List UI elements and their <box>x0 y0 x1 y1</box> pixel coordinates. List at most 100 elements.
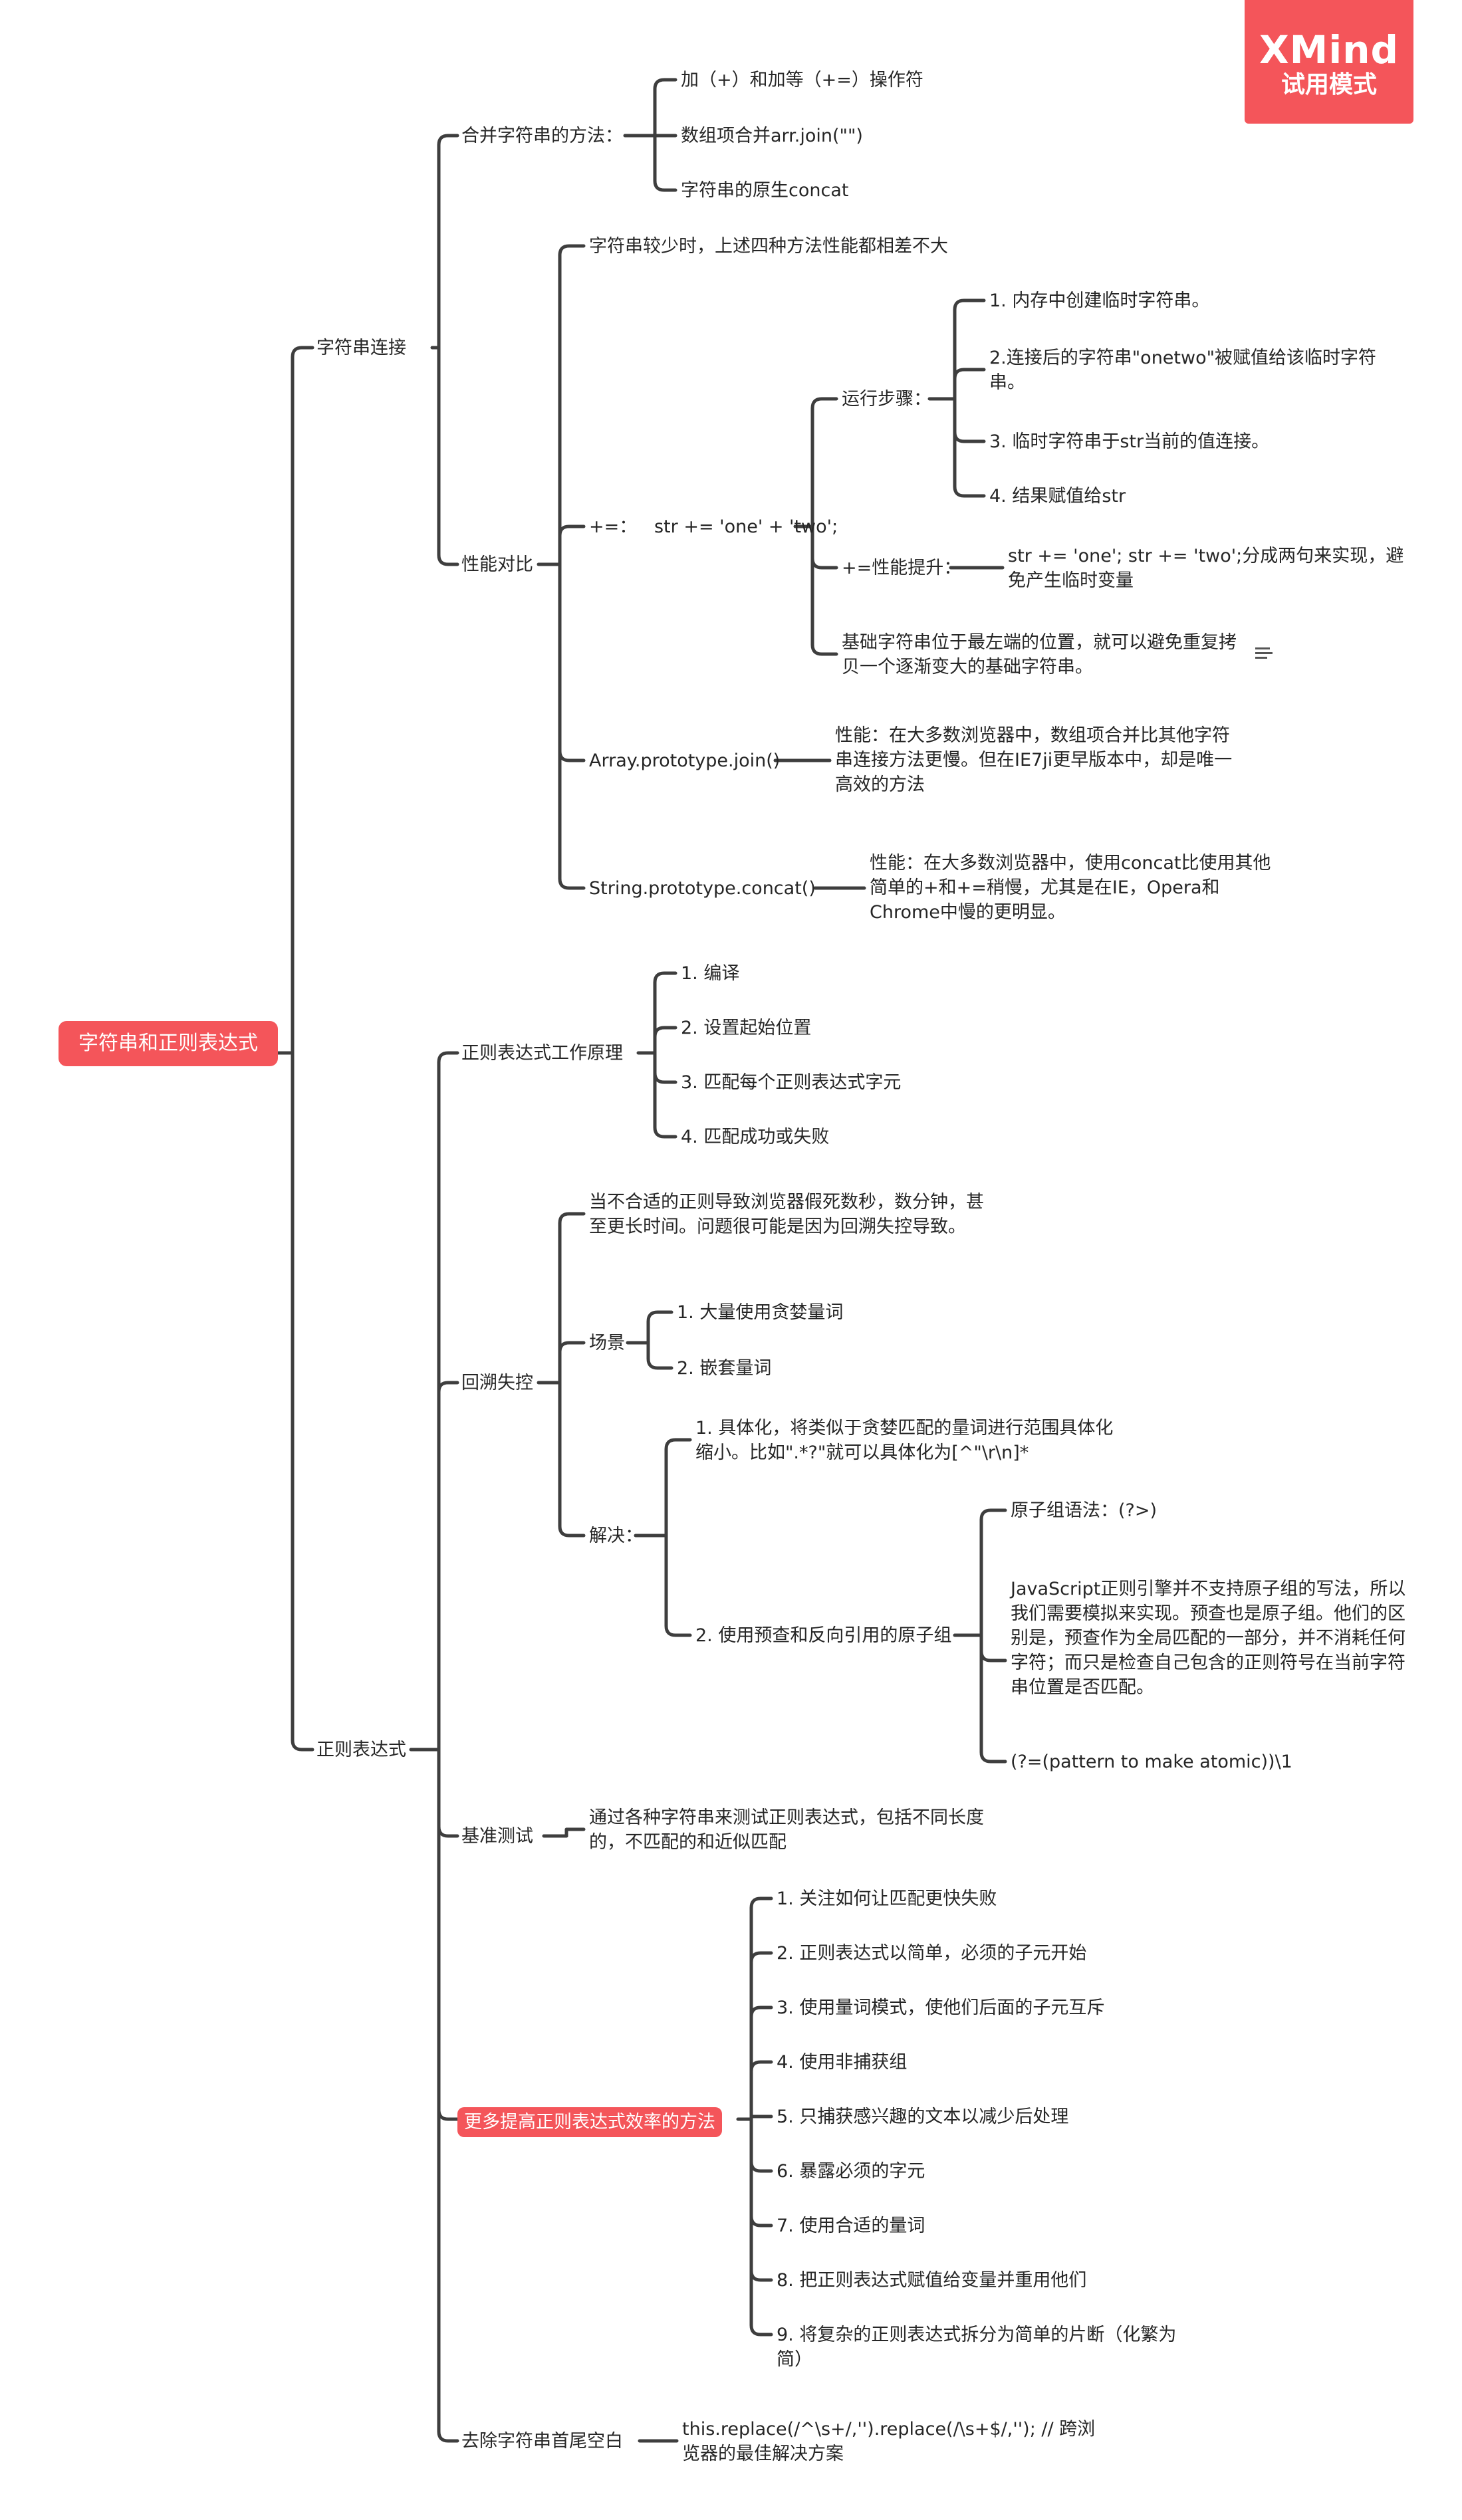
string-concat-desc[interactable]: 性能：在大多数浏览器中，使用concat比使用其他简单的+和+=稍慢，尤其是在I… <box>870 853 1271 923</box>
method-plus-operator[interactable]: 加（+）和加等（+=）操作符 <box>681 70 923 90</box>
more-link-1 <box>749 1951 773 2121</box>
work-link-3 <box>653 1051 677 1139</box>
efficiency-5[interactable]: 5. 只捕获感兴趣的文本以减少后处理 <box>777 2107 1069 2127</box>
topic-performance[interactable]: 性能对比 <box>461 554 533 575</box>
regex-link-0 <box>437 1051 459 1752</box>
xmind-trial-badge: XMind 试用模式 <box>1245 0 1413 124</box>
solution-specific[interactable]: 1. 具体化，将类似于贪婪匹配的量词进行范围具体化缩小。比如".*?"就可以具体… <box>695 1418 1114 1463</box>
steps-link-2 <box>953 397 986 443</box>
more-link-5 <box>749 2117 773 2173</box>
concat-link-0 <box>437 134 459 350</box>
topic-regex-efficiency[interactable]: 更多提高正则表达式效率的方法 <box>457 2107 722 2137</box>
atomic-link-0 <box>979 1508 1007 1637</box>
regex-link-4 <box>437 1748 459 2443</box>
backtrack-link-0 <box>558 1212 586 1385</box>
backtrack-link-1 <box>558 1341 586 1385</box>
topic-regex[interactable]: 正则表达式 <box>316 1740 406 1760</box>
method-native-concat[interactable]: 字符串的原生concat <box>681 180 849 201</box>
backtrack-link-2 <box>558 1381 586 1538</box>
steps-link-3 <box>953 397 986 498</box>
work-step-4[interactable]: 4. 匹配成功或失败 <box>681 1127 830 1147</box>
benchmark-desc[interactable]: 通过各种字符串来测试正则表达式，包括不同长度的，不匹配的和近似匹配 <box>589 1807 984 1853</box>
more-link-0 <box>749 1896 773 2121</box>
topic-backtracking[interactable]: 回溯失控 <box>461 1373 533 1393</box>
efficiency-1[interactable]: 1. 关注如何让匹配更快失败 <box>777 1889 997 1909</box>
topic-scenarios[interactable]: 场景 <box>589 1333 625 1353</box>
work-step-3[interactable]: 3. 匹配每个正则表达式字元 <box>681 1072 902 1093</box>
plus-equals-base-string[interactable]: 基础字符串位于最左端的位置，就可以避免重复拷贝一个逐渐变大的基础字符串。 <box>842 632 1237 677</box>
efficiency-2[interactable]: 2. 正则表达式以简单，必须的子元开始 <box>777 1943 1087 1964</box>
more-link-4 <box>749 2115 773 2121</box>
bench-link-0 <box>564 1827 586 1838</box>
pluseq-link-2 <box>810 524 838 656</box>
topic-trim[interactable]: 去除字符串首尾空白 <box>461 2431 623 2452</box>
perf-link-1 <box>558 524 586 566</box>
topic-array-join[interactable]: Array.prototype.join() <box>589 750 781 771</box>
array-join-desc[interactable]: 性能：在大多数浏览器中，数组项合并比其他字符串连接方法更慢。但在IE7ji更早版… <box>835 725 1233 795</box>
root-topic[interactable]: 字符串和正则表达式 <box>59 1021 278 1066</box>
trim-desc[interactable]: this.replace(/^\s+/,'').replace(/\s+$/,'… <box>682 2419 1096 2464</box>
work-step-2[interactable]: 2. 设置起始位置 <box>681 1018 812 1038</box>
topic-benchmark[interactable]: 基准测试 <box>461 1826 533 1847</box>
topic-regex-working[interactable]: 正则表达式工作原理 <box>461 1043 623 1064</box>
topic-solutions[interactable]: 解决： <box>589 1526 643 1546</box>
topic-string-concat[interactable]: 字符串连接 <box>316 338 406 358</box>
topic-plus-equals[interactable]: +=： str += 'one' + 'two'; <box>589 516 838 537</box>
efficiency-4[interactable]: 4. 使用非捕获组 <box>777 2052 908 2073</box>
plus-equals-improve-desc[interactable]: str += 'one'; str += 'two';分成两句来实现，避免产生临… <box>1008 546 1404 591</box>
more-link-7 <box>749 2117 773 2282</box>
work-link-2 <box>653 1051 677 1084</box>
atomic-desc[interactable]: JavaScript正则引擎并不支持原子组的写法，所以我们需要模拟来实现。预查也… <box>1011 1579 1406 1698</box>
topic-plus-equals-improve[interactable]: +=性能提升： <box>842 558 962 578</box>
methods-link-0 <box>653 78 677 138</box>
more-link-8 <box>749 2117 773 2337</box>
efficiency-8[interactable]: 8. 把正则表达式赋值给变量并重用他们 <box>777 2270 1087 2291</box>
backtracking-desc[interactable]: 当不合适的正则导致浏览器假死数秒，数分钟，甚至更长时间。问题很可能是因为回溯失控… <box>589 1192 984 1237</box>
efficiency-7[interactable]: 7. 使用合适的量词 <box>777 2216 925 2236</box>
step-3[interactable]: 3. 临时字符串于str当前的值连接。 <box>989 431 1270 452</box>
steps-link-0 <box>953 298 986 401</box>
scenario-greedy[interactable]: 1. 大量使用贪婪量词 <box>677 1302 844 1323</box>
solution-atomic-group[interactable]: 2. 使用预查和反向引用的原子组 <box>695 1625 952 1646</box>
step-2[interactable]: 2.连接后的字符串"onetwo"被赋值给该临时字符串。 <box>989 348 1377 393</box>
efficiency-9[interactable]: 9. 将复杂的正则表达式拆分为简单的片断（化繁为简） <box>777 2325 1177 2370</box>
trial-mode-label: 试用模式 <box>1280 71 1377 98</box>
note-icon[interactable] <box>1255 647 1273 659</box>
concat-link-1 <box>437 346 459 566</box>
efficiency-6[interactable]: 6. 暴露必须的字元 <box>777 2161 925 2182</box>
regex-link-3 <box>437 1748 459 2121</box>
topic-run-steps[interactable]: 运行步骤： <box>842 389 931 409</box>
scenes-link-1 <box>646 1341 673 1370</box>
methods-link-2 <box>653 134 677 192</box>
work-link-0 <box>653 971 677 1055</box>
perf-link-2 <box>558 562 586 762</box>
solve-link-1 <box>664 1534 692 1637</box>
topic-concat-methods[interactable]: 合并字符串的方法： <box>461 126 623 146</box>
perf-summary[interactable]: 字符串较少时，上述四种方法性能都相差不大 <box>589 236 948 257</box>
efficiency-3[interactable]: 3. 使用量词模式，使他们后面的子元互斥 <box>777 1998 1105 2018</box>
perf-link-0 <box>558 244 586 566</box>
scenario-nested[interactable]: 2. 嵌套量词 <box>677 1358 772 1379</box>
atomic-link-2 <box>979 1633 1007 1764</box>
atomic-pattern[interactable]: (?=(pattern to make atomic))\1 <box>1011 1752 1292 1772</box>
perf-link-3 <box>558 562 586 890</box>
work-step-1[interactable]: 1. 编译 <box>681 963 740 984</box>
method-array-join[interactable]: 数组项合并arr.join("") <box>681 126 863 146</box>
regex-link-1 <box>437 1381 459 1752</box>
atomic-syntax[interactable]: 原子组语法：(?>) <box>1011 1500 1157 1521</box>
work-link-1 <box>653 1026 677 1055</box>
root-link-0 <box>291 346 314 1055</box>
regex-link-2 <box>437 1748 459 1838</box>
step-1[interactable]: 1. 内存中创建临时字符串。 <box>989 290 1210 311</box>
xmind-brand: XMind <box>1259 27 1400 72</box>
topic-string-concat-method[interactable]: String.prototype.concat() <box>589 878 816 899</box>
step-4[interactable]: 4. 结果赋值给str <box>989 486 1126 507</box>
solve-link-0 <box>664 1438 692 1538</box>
more-link-2 <box>749 2005 773 2121</box>
atomic-link-1 <box>979 1633 1007 1662</box>
more-link-3 <box>749 2060 773 2121</box>
pluseq-link-0 <box>810 397 838 528</box>
steps-link-1 <box>953 368 986 401</box>
